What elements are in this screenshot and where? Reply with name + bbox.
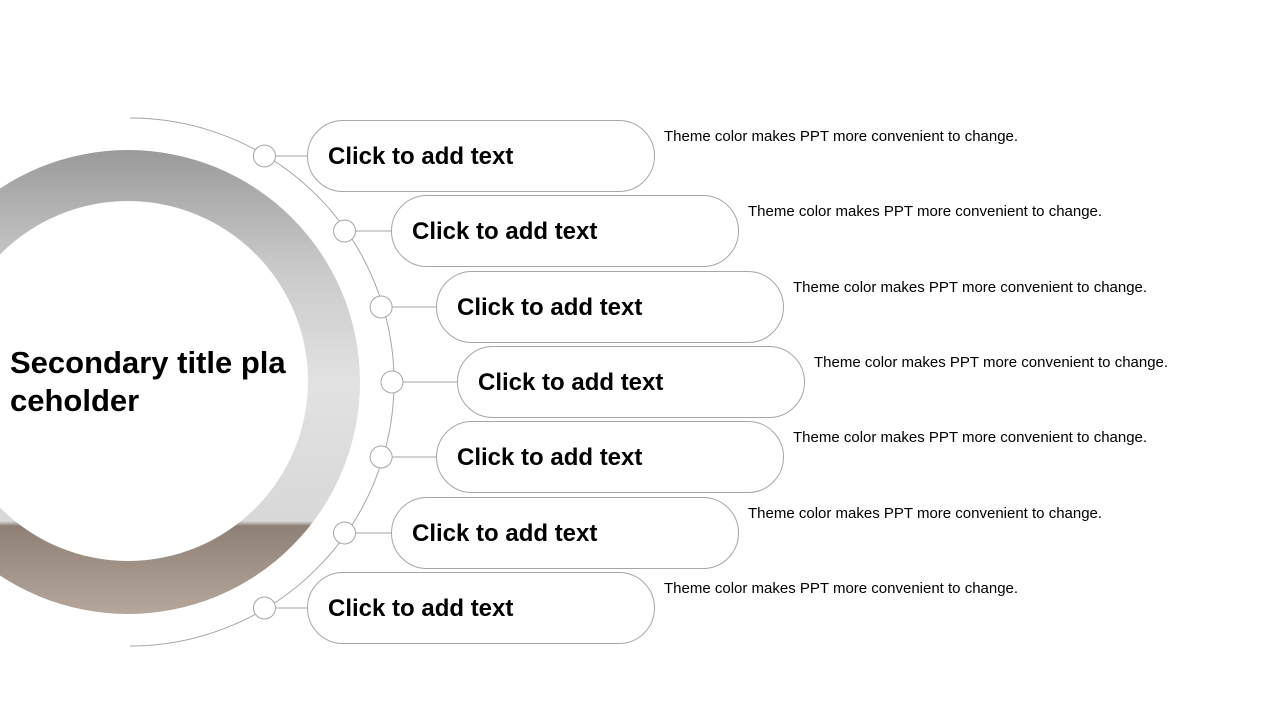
secondary-title[interactable]: Secondary title placeholder <box>10 345 286 418</box>
item-label[interactable]: Click to add text <box>412 520 598 547</box>
item-pill[interactable]: Click to add text <box>457 346 805 418</box>
item-description[interactable]: Theme color makes PPT more convenient to… <box>664 128 1019 145</box>
item-description[interactable]: Theme color makes PPT more convenient to… <box>748 203 1103 220</box>
node-circle <box>380 370 404 394</box>
item-pill[interactable]: Click to add text <box>391 195 739 267</box>
node-circle <box>252 596 276 620</box>
item-description[interactable]: Theme color makes PPT more convenient to… <box>748 505 1103 522</box>
node-circle <box>333 219 357 243</box>
item-label[interactable]: Click to add text <box>457 444 643 471</box>
item-pill[interactable]: Click to add text <box>436 271 784 343</box>
item-label[interactable]: Click to add text <box>412 218 598 245</box>
node-circle <box>369 445 393 469</box>
item-description[interactable]: Theme color makes PPT more convenient to… <box>664 580 1019 597</box>
item-label[interactable]: Click to add text <box>457 294 643 321</box>
item-description[interactable]: Theme color makes PPT more convenient to… <box>814 354 1169 371</box>
node-circle <box>369 295 393 319</box>
node-circle <box>333 521 357 545</box>
item-pill[interactable]: Click to add text <box>307 120 655 192</box>
item-label[interactable]: Click to add text <box>328 143 514 170</box>
item-pill[interactable]: Click to add text <box>391 497 739 569</box>
item-pill[interactable]: Click to add text <box>436 421 784 493</box>
title-circle <box>0 201 308 561</box>
item-label[interactable]: Click to add text <box>478 369 664 396</box>
item-description[interactable]: Theme color makes PPT more convenient to… <box>793 279 1148 296</box>
item-description[interactable]: Theme color makes PPT more convenient to… <box>793 429 1148 446</box>
item-pill[interactable]: Click to add text <box>307 572 655 644</box>
item-label[interactable]: Click to add text <box>328 595 514 622</box>
node-circle <box>252 144 276 168</box>
